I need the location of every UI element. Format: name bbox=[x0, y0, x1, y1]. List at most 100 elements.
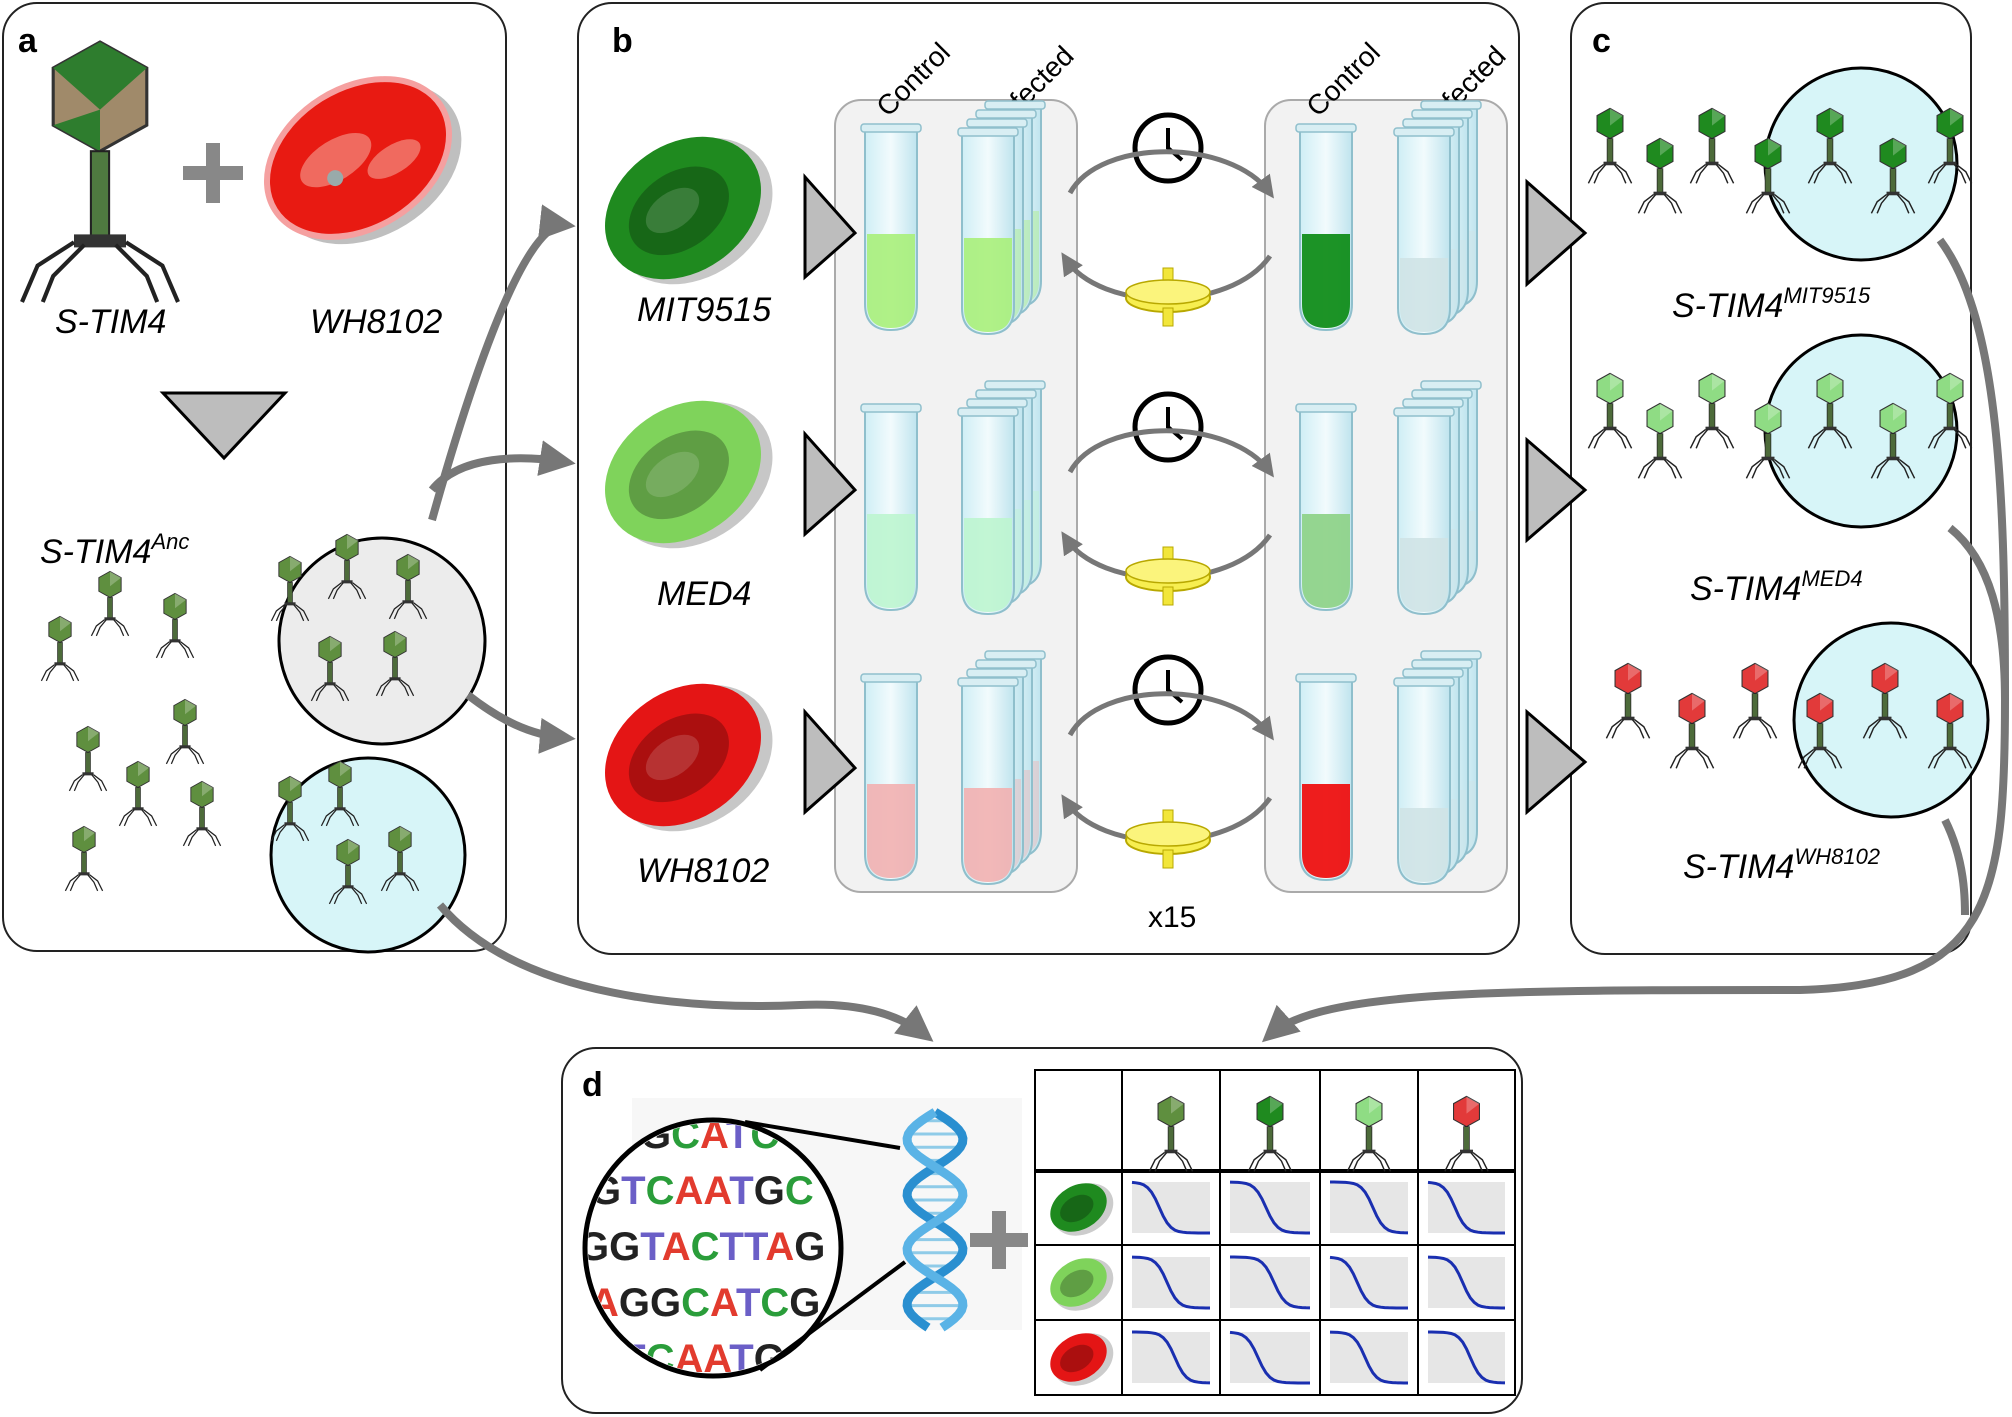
triangle-to-c-2 bbox=[1525, 436, 1588, 544]
panel-d-label: d bbox=[582, 1066, 603, 1104]
phage-name-label: S-TIM4 bbox=[55, 303, 166, 341]
arrow-evolved-2-to-d bbox=[1947, 524, 2009, 701]
filter-icon bbox=[1125, 546, 1211, 606]
cycle-arrow-forward bbox=[1067, 691, 1274, 741]
evolved-label-mit9515: S-TIM4MIT9515 bbox=[1672, 283, 1871, 325]
phage-icon bbox=[1870, 137, 1916, 214]
triangle-to-c-3 bbox=[1525, 708, 1588, 816]
lysis-curve-plot bbox=[1230, 1182, 1310, 1233]
cell-icon bbox=[605, 683, 773, 832]
phage-icon bbox=[310, 635, 350, 702]
panel-c-label: c bbox=[1592, 22, 1611, 60]
cell-icon bbox=[605, 400, 773, 549]
phage-icon bbox=[1637, 402, 1683, 479]
plus-icon bbox=[183, 143, 243, 203]
panel-a-frame bbox=[2, 2, 507, 952]
phage-icon bbox=[1637, 137, 1683, 214]
arrow-evolved-1-to-d bbox=[1261, 237, 2010, 1043]
lysis-curve bbox=[1330, 1180, 1409, 1235]
lysis-curve-plot bbox=[1428, 1182, 1505, 1233]
phage-icon bbox=[270, 775, 310, 842]
repeat-count-label: x15 bbox=[1148, 901, 1196, 934]
lysis-curve-plot bbox=[1230, 1332, 1310, 1383]
phage-icon bbox=[118, 760, 158, 827]
phage-icon bbox=[1346, 1095, 1392, 1172]
test-tube-icon bbox=[1295, 123, 1357, 332]
lysis-curve bbox=[1230, 1255, 1311, 1310]
phage-icon bbox=[1732, 662, 1778, 739]
test-tube-icon bbox=[1295, 403, 1357, 612]
test-tube-icon bbox=[860, 403, 922, 612]
test-tube-icon bbox=[1295, 673, 1357, 882]
sequence-row: GGTACTTAG bbox=[578, 1225, 825, 1269]
sampled-phage-circle bbox=[277, 536, 487, 746]
cell-icon bbox=[605, 136, 773, 285]
phage-icon bbox=[1862, 662, 1908, 739]
lysis-curve-plot bbox=[1330, 1182, 1408, 1233]
triangle-arrow bbox=[803, 173, 858, 281]
test-tube-icon bbox=[957, 677, 1019, 886]
phage-icon bbox=[20, 40, 180, 303]
lysis-curve-plot bbox=[1428, 1332, 1505, 1383]
lysis-curve-plot bbox=[1132, 1257, 1210, 1308]
triangle-arrow bbox=[803, 430, 858, 538]
phage-icon bbox=[1807, 107, 1853, 184]
lysis-curve bbox=[1131, 1255, 1210, 1310]
phage-icon bbox=[1605, 662, 1651, 739]
lysis-curve-plot bbox=[1230, 1257, 1310, 1308]
triangle-to-c-1 bbox=[1525, 178, 1588, 288]
lysis-curve bbox=[1229, 1180, 1310, 1235]
clock-icon bbox=[1132, 391, 1204, 463]
test-tube-icon bbox=[860, 123, 922, 332]
triangle-arrow bbox=[803, 708, 858, 816]
sequence-row: GTCAATGC bbox=[590, 1169, 814, 1213]
magnifier-circle-icon bbox=[582, 1117, 844, 1379]
phage-icon bbox=[388, 553, 428, 620]
arrow-evolved-3-to-d bbox=[1941, 818, 1969, 916]
clock-icon bbox=[1132, 654, 1204, 726]
phage-icon bbox=[1587, 372, 1633, 449]
lysis-curve bbox=[1427, 1255, 1505, 1310]
phage-icon bbox=[40, 615, 80, 682]
lysis-curve-plot bbox=[1428, 1257, 1505, 1308]
phage-icon bbox=[1689, 107, 1735, 184]
lysis-curve bbox=[1229, 1330, 1310, 1385]
phage-icon bbox=[1927, 107, 1973, 184]
filter-icon bbox=[1125, 809, 1211, 869]
lysis-curve bbox=[1329, 1255, 1408, 1310]
evolved-label-wh8102: S-TIM4WH8102 bbox=[1683, 844, 1880, 886]
phage-icon bbox=[1444, 1095, 1489, 1172]
filter-icon bbox=[1125, 267, 1211, 327]
host-label-wh8102: WH8102 bbox=[637, 852, 769, 890]
phage-icon bbox=[1870, 402, 1916, 479]
cell-icon bbox=[1050, 1258, 1114, 1311]
phage-icon bbox=[1927, 692, 1973, 769]
panel-b-frame bbox=[577, 2, 1520, 955]
cycle-arrow-forward bbox=[1067, 149, 1274, 199]
lysis-curve bbox=[1329, 1330, 1408, 1385]
cell-icon bbox=[1050, 1183, 1114, 1236]
phage-icon bbox=[155, 592, 195, 659]
phage-icon bbox=[90, 570, 130, 637]
phage-icon bbox=[1927, 372, 1973, 449]
lysis-curve bbox=[1428, 1330, 1506, 1385]
clock-icon bbox=[1132, 112, 1204, 184]
phage-icon bbox=[1797, 692, 1843, 769]
cell-icon bbox=[263, 76, 462, 245]
panel-d-frame bbox=[561, 1047, 1523, 1414]
lysis-curve-plot bbox=[1132, 1332, 1210, 1383]
lysis-curve-plot bbox=[1330, 1332, 1408, 1383]
phage-icon bbox=[1689, 372, 1735, 449]
evolved-mit9515-circle bbox=[1763, 66, 1959, 262]
host-name-label: WH8102 bbox=[310, 303, 442, 341]
phage-icon bbox=[1745, 402, 1791, 479]
phage-icon bbox=[1669, 692, 1715, 769]
phage-icon bbox=[320, 760, 360, 827]
phage-icon bbox=[328, 838, 368, 905]
cell-icon bbox=[1050, 1333, 1114, 1386]
ancestor-label: S-TIM4Anc bbox=[40, 529, 189, 571]
down-triangle-arrow bbox=[159, 391, 289, 461]
phage-icon bbox=[270, 555, 310, 622]
lysis-curve bbox=[1132, 1330, 1211, 1385]
